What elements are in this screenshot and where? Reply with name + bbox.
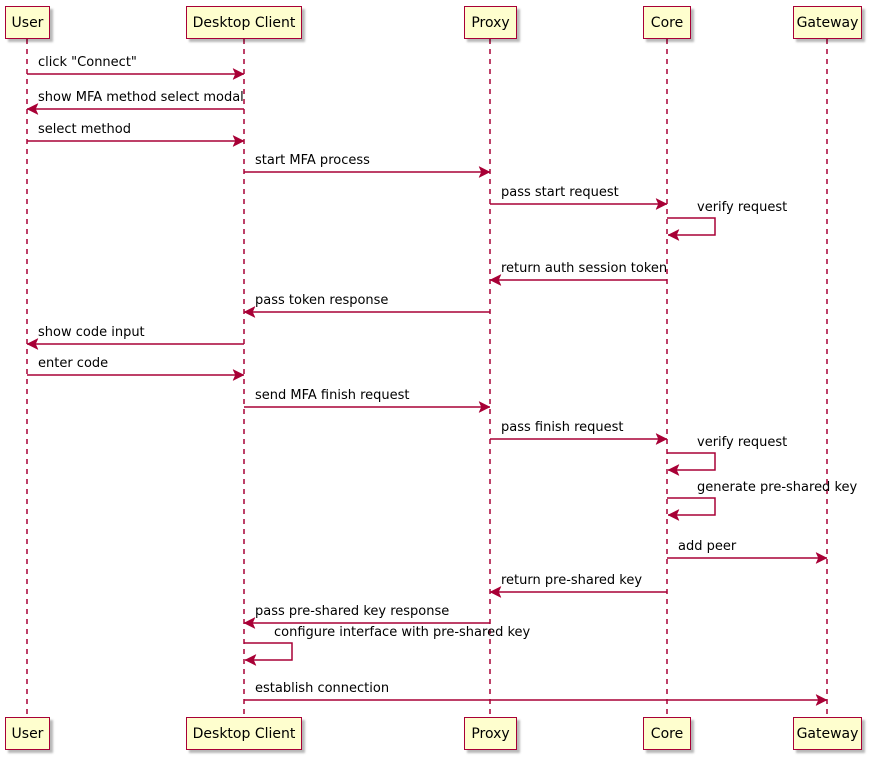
arrow-head <box>655 432 668 446</box>
self-message-line <box>244 642 293 661</box>
message-18 <box>244 693 828 707</box>
message-label-12: verify request <box>697 435 788 450</box>
message-label-13: generate pre-shared key <box>697 480 858 495</box>
participant-user-footer[interactable]: User <box>5 717 50 750</box>
participant-label: Desktop Client <box>192 725 296 742</box>
self-message-line <box>667 452 716 471</box>
message-label-6: return auth session token <box>501 261 668 276</box>
messages-group <box>26 67 828 707</box>
arrow-head <box>815 693 828 707</box>
participant-gateway-header[interactable]: Gateway <box>793 6 862 39</box>
arrow-head <box>815 551 828 565</box>
message-7 <box>243 305 490 319</box>
participant-core-footer[interactable]: Core <box>643 717 691 750</box>
arrow-head <box>26 337 39 351</box>
message-label-17: configure interface with pre-shared key <box>274 625 531 640</box>
message-label-1: show MFA method select modal <box>38 90 244 105</box>
participant-core-header[interactable]: Core <box>643 6 691 39</box>
message-label-14: add peer <box>678 539 737 554</box>
arrow-head <box>667 463 680 477</box>
arrow-head <box>667 508 680 522</box>
participant-proxy-footer[interactable]: Proxy <box>464 717 517 750</box>
message-label-18: establish connection <box>255 681 390 696</box>
participant-label: Core <box>650 725 684 742</box>
participant-label: Gateway <box>796 725 859 742</box>
message-4 <box>490 197 668 211</box>
arrow-head <box>243 616 256 630</box>
self-message-line <box>667 497 716 516</box>
participant-label: Desktop Client <box>192 14 296 31</box>
message-9 <box>27 368 245 382</box>
message-label-2: select method <box>38 122 131 137</box>
message-label-11: pass finish request <box>501 420 624 435</box>
message-10 <box>244 400 491 414</box>
message-2 <box>27 134 245 148</box>
arrow-head <box>26 102 39 116</box>
message-label-8: show code input <box>38 325 145 340</box>
self-message-line <box>667 217 716 236</box>
message-label-4: pass start request <box>501 185 619 200</box>
participant-user-header[interactable]: User <box>5 6 50 39</box>
message-label-0: click "Connect" <box>38 55 137 70</box>
arrow-head <box>478 400 491 414</box>
participant-label: Proxy <box>471 14 510 31</box>
message-14 <box>667 551 828 565</box>
participant-client-footer[interactable]: Desktop Client <box>186 717 302 750</box>
arrow-head <box>232 67 245 81</box>
arrow-head <box>655 197 668 211</box>
arrow-head <box>667 228 680 242</box>
message-label-10: send MFA finish request <box>255 388 410 403</box>
message-5 <box>667 217 716 242</box>
message-label-16: pass pre-shared key response <box>255 604 450 619</box>
arrow-head <box>244 653 257 667</box>
arrow-head <box>478 165 491 179</box>
participant-label: User <box>11 14 44 31</box>
message-label-15: return pre-shared key <box>501 573 643 588</box>
message-3 <box>244 165 491 179</box>
participant-proxy-header[interactable]: Proxy <box>464 6 517 39</box>
message-12 <box>667 452 716 477</box>
arrow-head <box>489 585 502 599</box>
message-label-7: pass token response <box>255 293 389 308</box>
participant-client-header[interactable]: Desktop Client <box>186 6 302 39</box>
message-17 <box>244 642 293 667</box>
message-13 <box>667 497 716 522</box>
message-label-9: enter code <box>38 356 109 371</box>
message-label-3: start MFA process <box>255 153 370 168</box>
participant-gateway-footer[interactable]: Gateway <box>793 717 862 750</box>
message-0 <box>27 67 245 81</box>
message-8 <box>26 337 244 351</box>
message-1 <box>26 102 244 116</box>
participant-label: User <box>11 725 44 742</box>
message-16 <box>243 616 490 630</box>
message-15 <box>489 585 667 599</box>
message-11 <box>490 432 668 446</box>
arrow-head <box>232 134 245 148</box>
arrow-head <box>243 305 256 319</box>
message-label-5: verify request <box>697 200 788 215</box>
participant-label: Proxy <box>471 725 510 742</box>
arrow-head <box>489 273 502 287</box>
lifelines-group <box>26 39 828 717</box>
participant-label: Core <box>650 14 684 31</box>
participant-label: Gateway <box>796 14 859 31</box>
message-6 <box>489 273 667 287</box>
arrow-head <box>232 368 245 382</box>
